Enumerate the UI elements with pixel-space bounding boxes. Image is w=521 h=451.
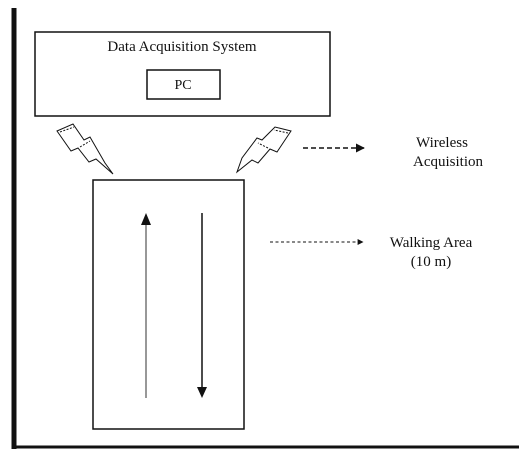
walk-up-arrow bbox=[141, 213, 151, 398]
lightning-bolt-icon bbox=[56, 123, 114, 175]
wireless-label-line1: Wireless bbox=[416, 135, 468, 151]
walking-area-box bbox=[92, 179, 245, 430]
wireless-label-line2: Acquisition bbox=[413, 154, 483, 170]
walking-label-line1: Walking Area bbox=[390, 235, 473, 251]
lightning-bolt-icon bbox=[235, 126, 292, 174]
data-acquisition-system-box: Data Acquisition System PC bbox=[34, 31, 331, 117]
system-title: Data Acquisition System bbox=[107, 39, 256, 55]
pc-box bbox=[146, 69, 221, 100]
pc-label: PC bbox=[174, 78, 191, 93]
walking-label-line2: (10 m) bbox=[411, 254, 451, 270]
walk-down-arrow bbox=[197, 213, 207, 398]
